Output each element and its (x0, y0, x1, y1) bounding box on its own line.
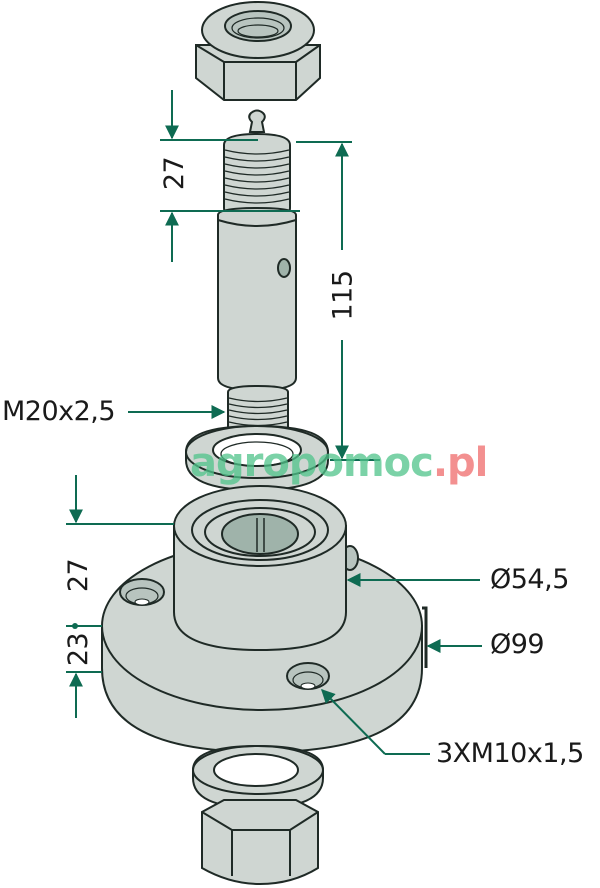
dim-shaft-length: 115 (327, 270, 359, 321)
dim-flange-diameter: Ø99 (490, 629, 545, 660)
watermark-domain: .pl (432, 440, 489, 486)
dim-hub-diameter: Ø54,5 (490, 564, 569, 595)
washer-lower (192, 744, 324, 810)
dim-flange-thickness: 23 (63, 632, 95, 667)
dim-thread-spec: M20x2,5 (2, 396, 116, 427)
lock-nut-bottom (201, 799, 319, 886)
watermark: agropomoc.pl (190, 440, 489, 486)
bearing-housing-hub (173, 485, 347, 652)
dim-hub-height: 27 (63, 558, 95, 593)
washer-upper (185, 424, 329, 492)
grease-nipple (248, 109, 266, 133)
lock-nut-top (195, 1, 321, 101)
dim-thread-length: 27 (159, 156, 191, 191)
threaded-shaft (217, 132, 297, 446)
watermark-brand: agropomoc (190, 440, 434, 486)
dim-bolt-holes: 3XM10x1,5 (436, 738, 584, 769)
dimension-lines (66, 90, 482, 755)
